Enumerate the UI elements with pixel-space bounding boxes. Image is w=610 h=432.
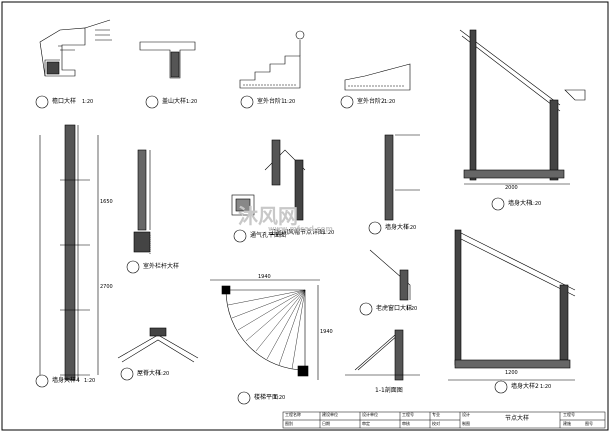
wall-section-7 [368, 134, 420, 235]
stair-height-dim: 1940 [320, 329, 333, 335]
tb-cell: 图别 [285, 421, 293, 426]
hood-detail [264, 139, 306, 221]
detail-12-scale: 1:20 [274, 395, 286, 401]
stair-plan [210, 279, 320, 405]
detail-10-scale: 1:20 [540, 384, 552, 390]
steps1-detail [239, 30, 305, 109]
dim-d4: 1200 [505, 370, 518, 376]
tb-cell: 建设单位 [322, 412, 338, 417]
ridge-detail [117, 327, 199, 381]
tb-cell: 工程号 [402, 412, 414, 417]
sheet-no: 建施 [563, 421, 571, 426]
sheet-label: 工程号 [563, 412, 575, 417]
tb-cell: 校对 [432, 421, 440, 426]
vent-plan [231, 194, 255, 243]
eave-detail [35, 19, 112, 109]
watermark-text: 沐风网 [238, 204, 298, 228]
wall-section-9 [459, 29, 586, 211]
detail-1-scale: 1:20 [82, 99, 94, 105]
section-1-1-label: 1-1剖面图 [375, 387, 403, 394]
dormer-detail [359, 249, 411, 316]
detail-5-scale: 1:20 [384, 99, 396, 105]
tb-cell: 制图 [462, 421, 470, 426]
tb-cell: 专业 [432, 412, 440, 417]
detail-7-label: 墙身大样 [385, 224, 410, 231]
steps2-detail [340, 63, 411, 109]
detail-14-label: 屋脊大样 [137, 370, 162, 377]
detail-5-label: 室外台阶2 [357, 98, 385, 105]
detail-7-scale: 1:20 [405, 225, 417, 231]
tb-cell: 审定 [362, 421, 370, 426]
tb-cell: 日期 [322, 421, 330, 426]
dim-d1: 2000 [505, 185, 518, 191]
dormer-scale: 1:20 [406, 306, 418, 312]
hood-scale: 1:20 [323, 230, 335, 236]
detail-9-scale: 1:20 [530, 201, 542, 207]
tb-cell: 设计 [462, 412, 470, 417]
detail-10-label: 墙身大样2 [511, 383, 539, 390]
detail-2-scale: 1:20 [186, 99, 198, 105]
drawing-title: 节点大样 [505, 415, 530, 422]
wall-section-11 [35, 124, 99, 388]
detail-11-scale: 1:20 [84, 378, 96, 384]
detail-3-label: 室外台阶1 [257, 98, 285, 105]
dim-d2: 1650 [100, 199, 113, 205]
watermark-url: www.mfcad.com [268, 225, 333, 233]
wall-section-10 [448, 229, 576, 394]
detail-2-label: 盖山大样 [162, 98, 187, 105]
detail-12-label: 楼梯平面 [254, 394, 279, 401]
gable-detail [139, 41, 196, 109]
detail-14-scale: 1:20 [158, 371, 170, 377]
detail-11-label: 墙身大样4 [52, 377, 80, 384]
detail-1-label: 檐口大样 [52, 98, 77, 105]
tb-cell: 工程名称 [285, 412, 301, 417]
page-label: 图号 [585, 421, 593, 426]
hood-label: 卫生间风帽节点详图 [270, 229, 325, 236]
detail-9-label: 墙身大样 [508, 200, 533, 207]
tb-cell: 设计单位 [362, 412, 378, 417]
detail-3-scale: 1:20 [284, 99, 296, 105]
dim-d3: 2700 [100, 284, 113, 290]
detail-6-label: 室外栏杆大样 [143, 263, 180, 270]
title-block-lines [282, 411, 606, 429]
tb-cell: 审核 [402, 421, 410, 426]
railing-detail [126, 149, 151, 274]
detail-13-label: 通气孔平面图 [250, 232, 287, 239]
dormer-label: 老虎窗口大样 [376, 305, 413, 312]
section-1-1 [345, 329, 420, 381]
stair-width-dim: 1940 [258, 274, 271, 280]
